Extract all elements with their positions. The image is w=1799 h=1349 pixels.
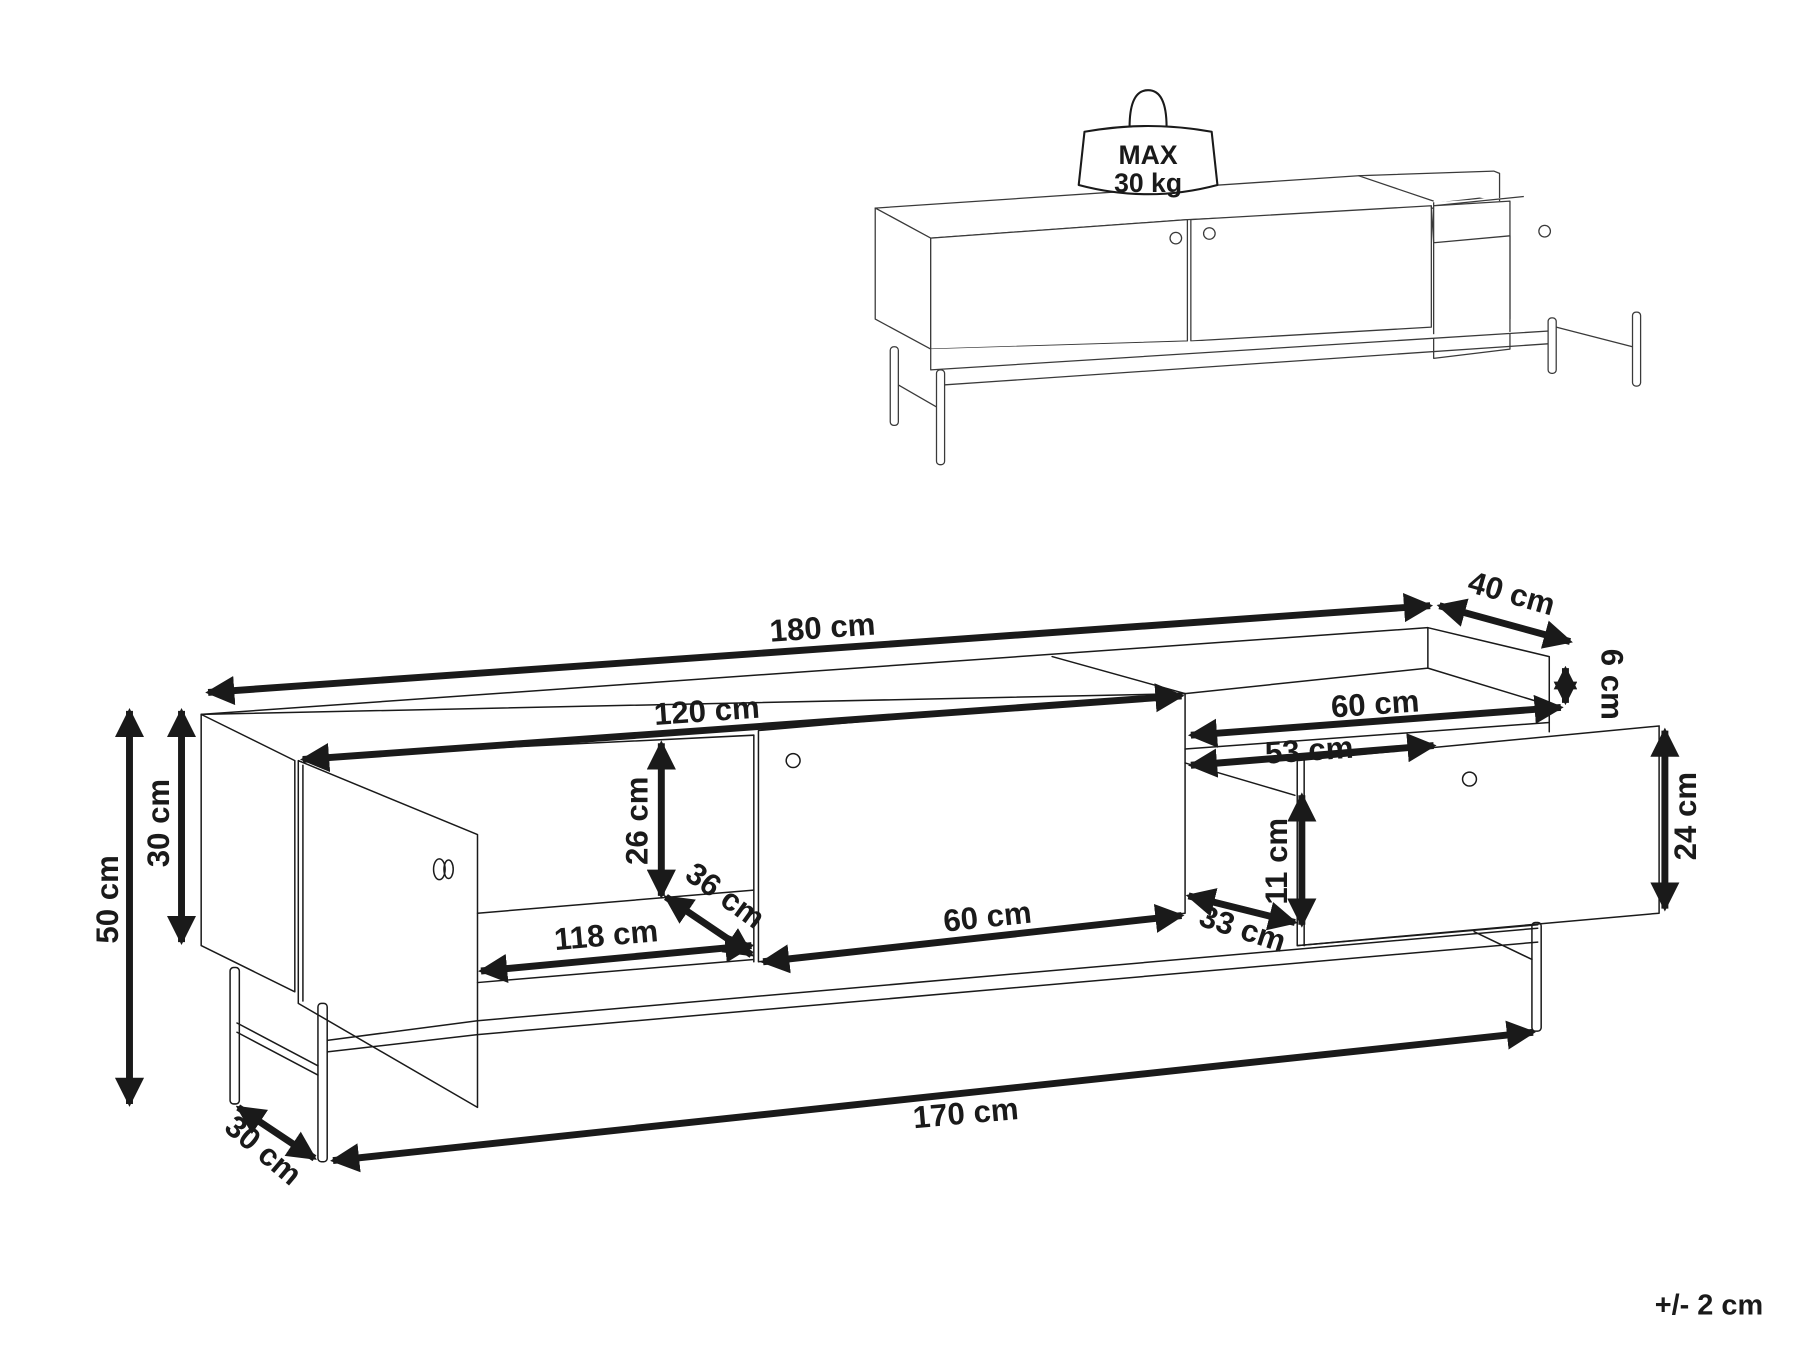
dim-arrow-170 [330, 1020, 1536, 1173]
label-top-rail: 6 cm [1594, 649, 1629, 720]
dim-arrow-30-depth [235, 1104, 317, 1162]
main-illustration [200, 626, 1660, 1163]
preview-door-middle [1190, 205, 1432, 342]
label-body-height: 30 cm [141, 779, 176, 867]
dim-arrow-53 [1187, 733, 1437, 778]
preview-leg [1631, 311, 1642, 387]
label-drawer-inner-width: 53 cm [1264, 730, 1355, 771]
label-cabinet-width: 120 cm [653, 690, 761, 732]
leg [317, 1002, 328, 1163]
preview-leg [935, 369, 946, 466]
dim-arrow-120 [300, 683, 1185, 773]
dim-arrow-60-door [760, 903, 1185, 974]
label-drawer-section-width: 60 cm [1330, 683, 1421, 724]
leg [1531, 921, 1542, 1032]
dim-arrow-33 [1185, 888, 1298, 931]
dim-arrow-118 [478, 933, 755, 984]
dim-arrow-40 [1436, 598, 1573, 649]
leg [229, 966, 241, 1105]
label-total-width: 180 cm [768, 606, 876, 648]
preview-leg [889, 346, 899, 427]
door-knob-icon [785, 752, 801, 769]
label-drawer-inner-height: 11 cm [1259, 818, 1294, 905]
label-drawer-front-height: 24 cm [1668, 772, 1703, 860]
open-door [297, 759, 479, 1109]
label-total-height: 50 cm [90, 855, 125, 943]
max-weight-icon: MAX 30 kg [1077, 89, 1219, 198]
weight-max-label: MAX [1119, 140, 1178, 170]
tolerance-note: +/- 2 cm [1655, 1289, 1763, 1321]
preview-leg [1547, 317, 1557, 375]
weight-value-label: 30 kg [1114, 168, 1182, 198]
drawer-knob-icon [1461, 771, 1478, 787]
label-inner-height: 26 cm [619, 776, 654, 864]
preview-door-left [930, 218, 1189, 350]
dim-arrow-180 [205, 593, 1434, 706]
preview-illustration [874, 170, 1642, 466]
preview-knob [1169, 231, 1183, 245]
preview-knob [1538, 224, 1552, 238]
label-inner-width-cabinet: 118 cm [553, 913, 660, 957]
door-handle-icon [432, 858, 446, 881]
dimension-lines [114, 593, 1680, 1173]
dim-arrow-60-top [1187, 694, 1564, 748]
preview-knob [1202, 227, 1216, 240]
